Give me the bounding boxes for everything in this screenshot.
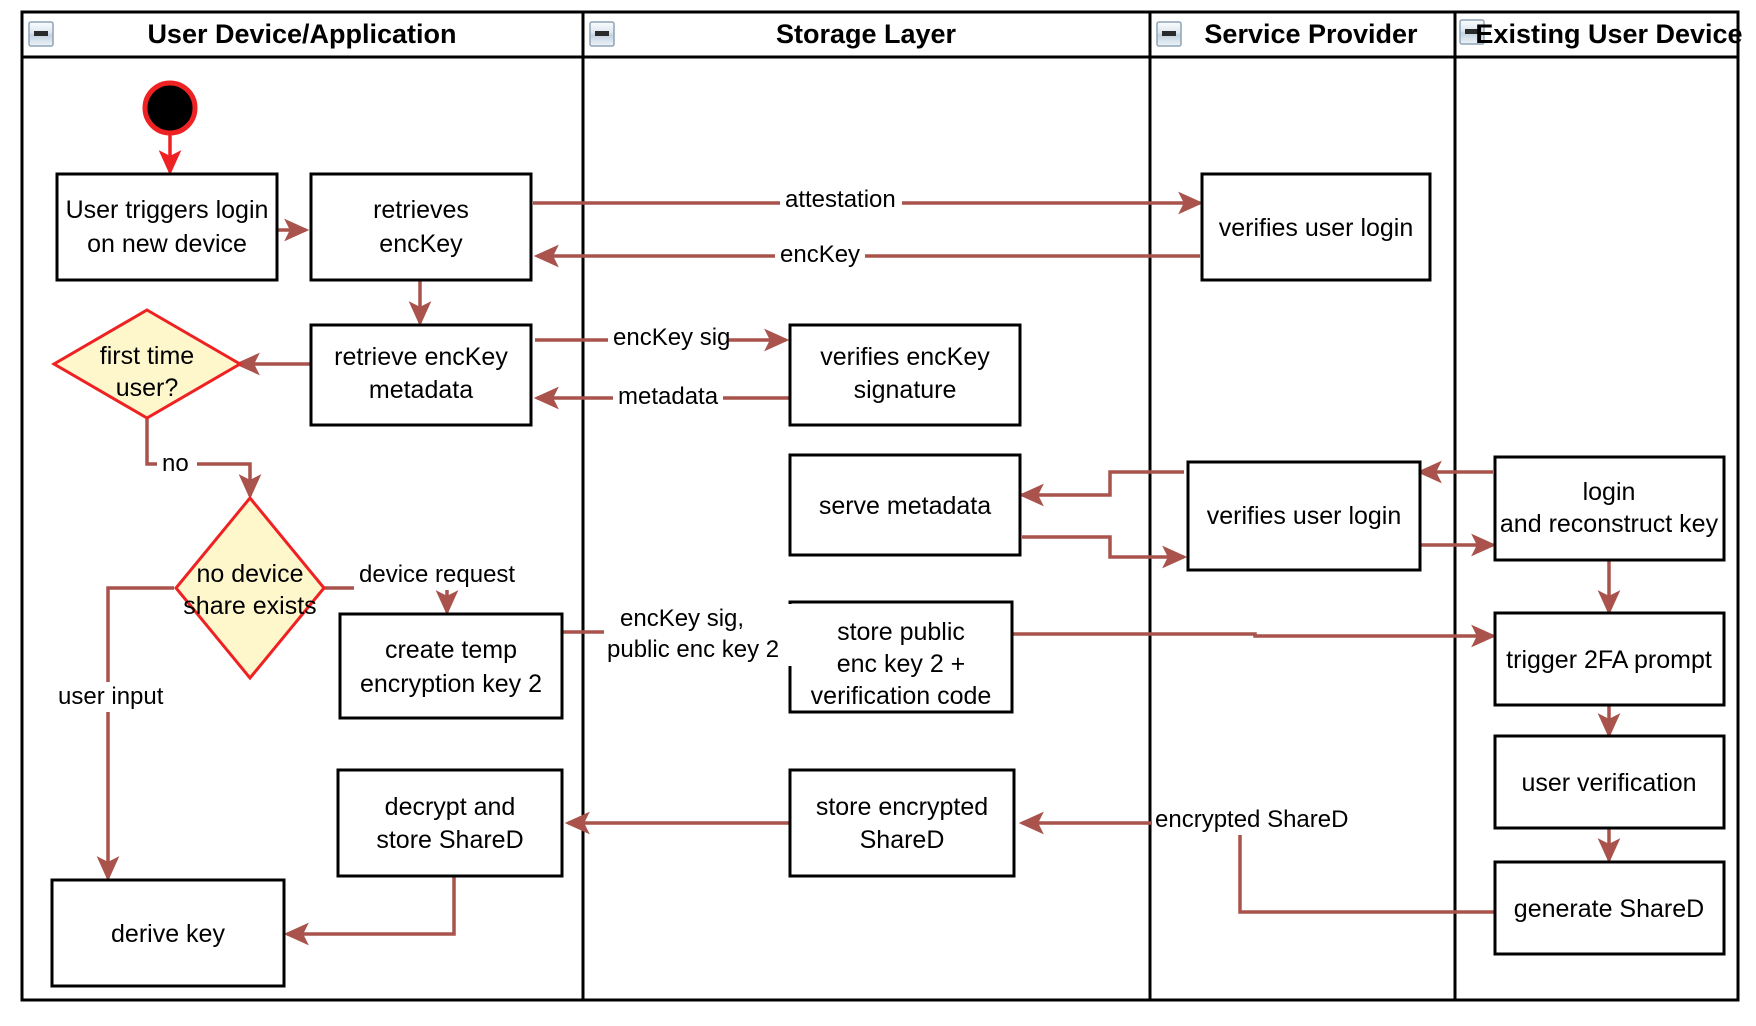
node-trigger-2fa-prompt[interactable]: trigger 2FA prompt [1493,611,1726,707]
node-retrieve-enckey-metadata[interactable]: retrieve encKey metadata [309,323,533,427]
node-label-line: user? [116,374,179,402]
node-label-line: verifies user login [1219,214,1414,242]
swimlane-frame [20,10,1740,1002]
node-create-temp-encryption-key-2[interactable]: create temp encryption key 2 [338,612,564,720]
node-no-device-share-exists[interactable]: no device share exists [174,495,326,681]
edge-label-device-request: device request [359,561,515,588]
node-label-line: no device [196,560,303,588]
node-label-line: encryption key 2 [360,670,542,698]
edge-label-enckey-sig-pub-2: public enc key 2 [607,636,779,663]
node-label-line: decrypt and [385,793,516,821]
minus-icon-glyph [1162,31,1176,36]
node-label-line: enc key 2 + [837,650,966,678]
node-label-line: verifies encKey [820,343,990,371]
node-label-line: signature [854,376,957,404]
edge-serve-metadata-to-verify [1022,535,1188,569]
node-label-line: store public [837,618,965,646]
node-user-verification[interactable]: user verification [1493,734,1726,830]
edge-label-enckey-sig: encKey sig [613,324,730,351]
node-label-line: generate ShareD [1514,895,1704,923]
node-label-line: login [1583,478,1636,506]
node-verifies-user-login-2[interactable]: verifies user login [1186,460,1422,572]
node-label-line: ShareD [860,826,945,854]
lane-title-storage-layer: Storage Layer [776,19,957,49]
edge-label-enckey-sig-pub-1: encKey sig, [620,605,744,632]
node-label-line: User triggers login [66,196,269,224]
node-verifies-user-login-1[interactable]: verifies user login [1200,172,1432,282]
node-start[interactable] [142,80,198,136]
node-label-line: encKey [379,230,463,258]
minus-icon-glyph [595,31,609,36]
node-login-and-reconstruct-key[interactable]: login and reconstruct key [1493,455,1726,562]
edge-encrypted-shared [1018,811,1494,914]
edge-store-pubkey-to-2fa [1010,624,1497,648]
lane-header-user-device[interactable]: User Device/Application [28,19,457,49]
node-generate-shared[interactable]: generate ShareD [1493,860,1726,956]
lane-title-existing-user-device: Existing User Device [1475,19,1742,49]
node-label-line: store ShareD [376,826,523,854]
edge-verify-to-serve-metadata [1018,470,1184,507]
node-label-line: trigger 2FA prompt [1506,646,1712,674]
node-decrypt-and-store-shared[interactable]: decrypt and store ShareD [336,768,564,878]
node-user-triggers-login[interactable]: User triggers login on new device [55,172,279,282]
edge-label-user-input: user input [58,683,164,710]
node-label-line: user verification [1521,769,1696,797]
edge-user-input [96,586,174,882]
node-verifies-enckey-signature[interactable]: verifies encKey signature [788,323,1022,427]
lane-title-service-provider: Service Provider [1204,19,1418,49]
node-label-line: retrieves [373,196,469,224]
edge-decrypt-to-derive [283,877,456,946]
node-derive-key[interactable]: derive key [50,878,286,988]
node-serve-metadata[interactable]: serve metadata [788,453,1022,557]
edge-label-encrypted-shared: encrypted ShareD [1155,806,1348,833]
edge-label-enckey: encKey [780,241,860,268]
node-label-line: and reconstruct key [1500,510,1719,538]
node-label-line: first time [100,342,194,370]
node-label-line: verifies user login [1207,502,1402,530]
node-label-line: store encrypted [816,793,988,821]
edge-device-request [322,586,459,616]
node-label-line: serve metadata [819,492,991,520]
lane-header-existing-user-device[interactable]: Existing User Device [1459,19,1743,49]
node-first-time-user[interactable]: first time user? [51,308,243,420]
minus-icon-glyph [1465,29,1479,34]
edge-label-metadata: metadata [618,383,719,410]
node-store-encrypted-shared[interactable]: store encrypted ShareD [788,768,1016,878]
node-label-line: share exists [183,592,316,620]
node-retrieves-enckey[interactable]: retrieves encKey [309,172,533,282]
node-store-public-enc-key-2[interactable]: store public enc key 2 + verification co… [788,600,1014,714]
node-label-line: retrieve encKey [334,343,508,371]
minus-icon-glyph [34,31,48,36]
node-label-line: metadata [369,376,473,404]
lane-title-user-device: User Device/Application [147,19,456,49]
edge-label-attestation: attestation [785,186,896,213]
node-label-line: verification code [811,682,992,710]
lane-header-service-provider[interactable]: Service Provider [1156,19,1418,49]
edge-labels: attestation encKey encKey sig metadata n… [55,185,1348,835]
node-label-line: on new device [87,230,247,258]
edge-label-no: no [162,450,189,477]
node-label-line: derive key [111,920,225,948]
edge-no-branch [145,418,262,500]
node-label-line: create temp [385,636,517,664]
lane-header-storage-layer[interactable]: Storage Layer [589,19,957,49]
